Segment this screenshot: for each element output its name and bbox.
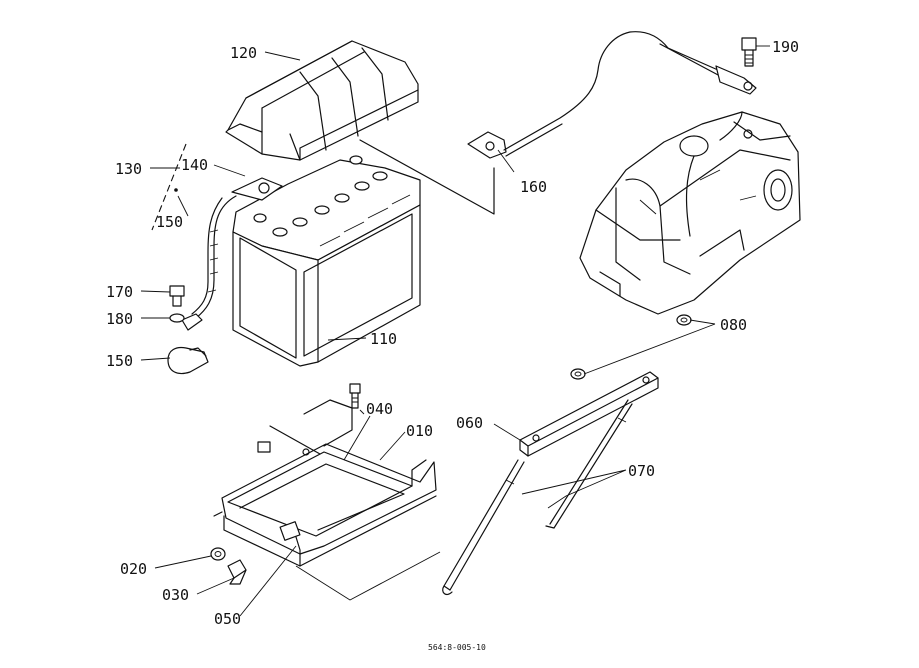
label-080: 080 — [720, 316, 747, 334]
label-020: 020 — [120, 560, 147, 578]
label-010: 010 — [406, 422, 433, 440]
label-030: 030 — [162, 586, 189, 604]
rods-070 — [442, 399, 633, 596]
bolt-washer-cap — [167, 285, 209, 375]
washer-bolt — [210, 547, 247, 585]
battery-tray — [213, 399, 437, 567]
bolt-190 — [741, 37, 757, 67]
label-140: 140 — [181, 156, 208, 174]
label-150-upper: 150 — [156, 213, 183, 231]
nuts-080 — [570, 314, 692, 380]
label-040: 040 — [366, 400, 393, 418]
label-060: 060 — [456, 414, 483, 432]
figure-code: 564:8-005-10 — [428, 643, 486, 652]
label-190: 190 — [772, 38, 799, 56]
holder-bar — [519, 371, 659, 457]
label-050: 050 — [214, 610, 241, 628]
battery-cover — [225, 40, 419, 161]
part-labels: 120 130 140 150 170 180 150 110 160 190 … — [106, 38, 799, 652]
label-160: 160 — [520, 178, 547, 196]
positive-cable — [359, 31, 757, 215]
label-120: 120 — [230, 44, 257, 62]
label-180: 180 — [106, 310, 133, 328]
label-170: 170 — [106, 283, 133, 301]
bolt-040 — [349, 383, 361, 409]
label-070: 070 — [628, 462, 655, 480]
dashed-group-bracket — [151, 143, 187, 231]
battery — [232, 155, 421, 367]
label-150-lower: 150 — [106, 352, 133, 370]
transmission-housing — [579, 111, 801, 315]
label-130: 130 — [115, 160, 142, 178]
leader-lines — [140, 45, 770, 617]
negative-terminal-cable — [181, 177, 283, 331]
label-110: 110 — [370, 330, 397, 348]
